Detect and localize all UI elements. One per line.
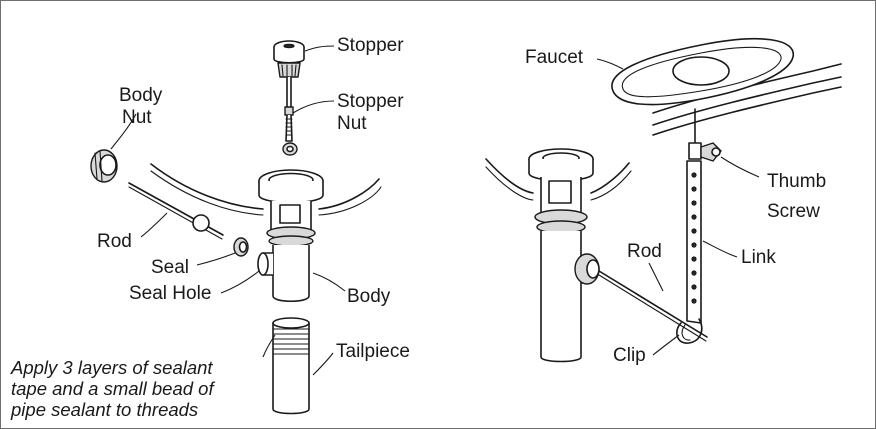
label-clip: Clip xyxy=(613,345,646,366)
left-exploded-view xyxy=(90,40,382,415)
faucet-plate xyxy=(611,37,794,106)
installed-drain-body xyxy=(528,148,600,363)
thumb-screw xyxy=(688,142,722,162)
drain-body xyxy=(257,169,324,303)
leader-seal-hole xyxy=(220,270,260,294)
label-link: Link xyxy=(741,247,776,268)
label-body: Body xyxy=(347,286,391,307)
leader-thumb-screw xyxy=(720,156,760,178)
sealant-note-line2: tape and a small bead of xyxy=(11,378,214,399)
leader-tailpiece xyxy=(312,352,334,376)
label-rod: Rod xyxy=(97,231,132,252)
leader-clip xyxy=(652,334,680,356)
leader-stopper xyxy=(304,45,335,52)
pivot-rod xyxy=(128,182,224,240)
right-installed-view xyxy=(485,37,842,363)
stopper-nut xyxy=(282,77,298,156)
sealant-note-line1: Apply 3 layers of sealant xyxy=(11,357,213,378)
stopper xyxy=(273,40,305,78)
label-thumb-screw-line1: Thumb xyxy=(767,171,827,192)
label-seal: Seal xyxy=(151,257,190,278)
leader-body-nut xyxy=(110,113,137,150)
label-tailpiece: Tailpiece xyxy=(336,341,410,362)
tailpiece xyxy=(272,317,310,415)
leader-body xyxy=(312,272,346,292)
label-stopper-nut-line1: Stopper xyxy=(337,91,404,112)
leader-link xyxy=(702,240,738,258)
seal xyxy=(233,237,249,257)
body-nut xyxy=(90,149,118,183)
leader-rod xyxy=(140,212,168,238)
label-rod-right: Rod xyxy=(627,241,662,262)
sealant-note: Apply 3 layers of sealant tape and a sma… xyxy=(11,357,214,420)
label-body-nut-line2: Nut xyxy=(122,107,152,128)
label-thumb-screw-line2: Screw xyxy=(767,201,820,222)
installed-pivot-rod xyxy=(598,270,708,342)
link-strap xyxy=(686,160,702,324)
label-faucet: Faucet xyxy=(525,47,584,68)
leader-note xyxy=(262,334,276,358)
label-stopper-nut-line2: Nut xyxy=(337,113,367,134)
leader-faucet xyxy=(596,58,624,70)
leader-stopper-nut xyxy=(292,100,335,114)
label-body-nut-line1: Body xyxy=(119,85,163,106)
label-seal-hole: Seal Hole xyxy=(129,283,212,304)
sealant-note-line3: pipe sealant to threads xyxy=(11,399,199,420)
leader-rod-right xyxy=(648,262,664,292)
leader-seal xyxy=(196,252,236,266)
sink-basin-outline xyxy=(150,163,380,210)
clip xyxy=(676,318,703,344)
label-stopper: Stopper xyxy=(337,35,404,56)
sink-basin-outline-right xyxy=(485,158,630,194)
